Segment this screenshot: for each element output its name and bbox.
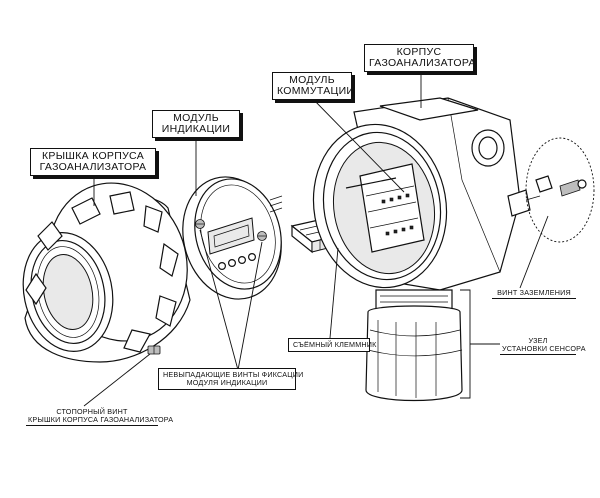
label-housing-cover-line1: КРЫШКА КОРПУСА (41, 150, 145, 162)
label-switch-module: МОДУЛЬ КОММУТАЦИИ (272, 72, 355, 100)
label-lock-screw-line1: СТОПОРНЫЙ ВИНТ (56, 407, 128, 416)
label-ground-screw-text: ВИНТ ЗАЗЕМЛЕНИЯ (497, 288, 571, 297)
label-display-module: МОДУЛЬ ИНДИКАЦИИ (152, 110, 240, 138)
label-captive-screws-line2: МОДУЛЯ ИНДИКАЦИИ (186, 378, 268, 387)
housing-cover-drawing (22, 182, 191, 363)
label-sensor-unit: УЗЕЛ УСТАНОВКИ СЕНСОРА (500, 336, 586, 355)
label-display-module-line2: ИНДИКАЦИИ (161, 123, 231, 135)
housing-drawing (312, 97, 531, 402)
label-switch-module-line1: МОДУЛЬ (289, 74, 335, 86)
label-terminal-block-text: СЪЁМНЫЙ КЛЕММНИК (293, 340, 377, 349)
label-sensor-unit-line1: УЗЕЛ (528, 336, 548, 345)
label-captive-screws: НЕВЫПАДАЮЩИЕ ВИНТЫ ФИКСАЦИИ МОДУЛЯ ИНДИК… (158, 368, 304, 390)
label-housing-cover: КРЫШКА КОРПУСА ГАЗОАНАЛИЗАТОРА (30, 148, 156, 176)
label-lock-screw: СТОПОРНЫЙ ВИНТ КРЫШКИ КОРПУСА ГАЗОАНАЛИЗ… (26, 407, 174, 426)
leader-lines (83, 74, 549, 407)
label-ground-screw: ВИНТ ЗАЗЕМЛЕНИЯ (492, 289, 576, 299)
ground-screw-drawing (525, 137, 595, 243)
label-housing-line2: ГАЗОАНАЛИЗАТОРА (369, 57, 476, 69)
label-sensor-unit-line2: УСТАНОВКИ СЕНСОРА (502, 344, 586, 353)
label-switch-module-line2: КОММУТАЦИИ (277, 85, 355, 97)
label-lock-screw-line2: КРЫШКИ КОРПУСА ГАЗОАНАЛИЗАТОРА (28, 415, 174, 424)
label-captive-screws-line1: НЕВЫПАДАЮЩИЕ ВИНТЫ ФИКСАЦИИ (163, 370, 304, 379)
label-housing: КОРПУС ГАЗОАНАЛИЗАТОРА (364, 44, 476, 72)
label-display-module-line1: МОДУЛЬ (173, 112, 219, 124)
label-housing-line1: КОРПУС (396, 46, 442, 58)
label-housing-cover-line2: ГАЗОАНАЛИЗАТОРА (39, 161, 147, 173)
label-terminal-block: СЪЁМНЫЙ КЛЕММНИК (288, 338, 376, 352)
